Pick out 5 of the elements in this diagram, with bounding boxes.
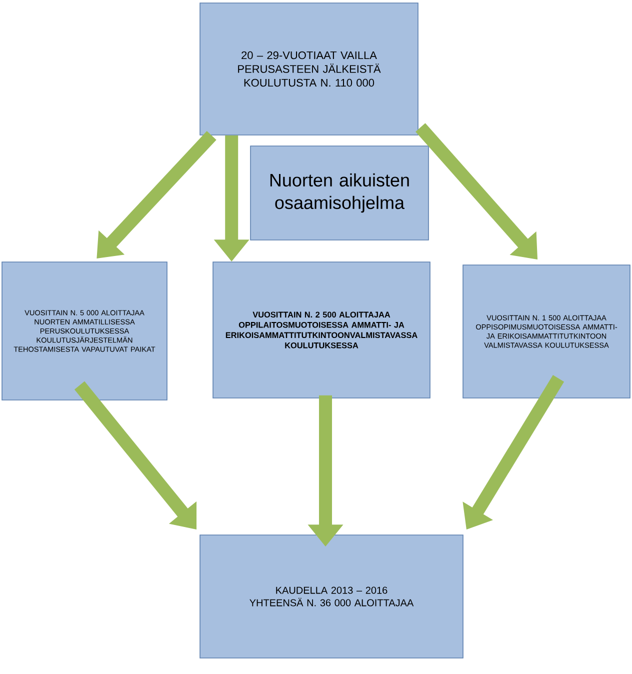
block-arrow [96, 130, 216, 258]
program-band: Nuorten aikuisten osaamisohjelma [250, 146, 429, 240]
process-box: KAUDELLA 2013 – 2016 YHTEENSÄ N. 36 000 ALOITTAJAA [200, 534, 464, 658]
process-box: VUOSITTAIN N. 2 500 ALOITTAJAA OPPILAITOSMUOTOISESSA AMMATTI- JA ERIKOISAMMATTITUTKINTOONVALMISTAVASSA KOULUTUKSESSA [212, 262, 430, 398]
process-box: 20 – 29-VUOTIAAT VAILLA PERUSASTEEN JÄLKEISTÄ KOULUTUSTA N. 110 000 [200, 2, 418, 136]
